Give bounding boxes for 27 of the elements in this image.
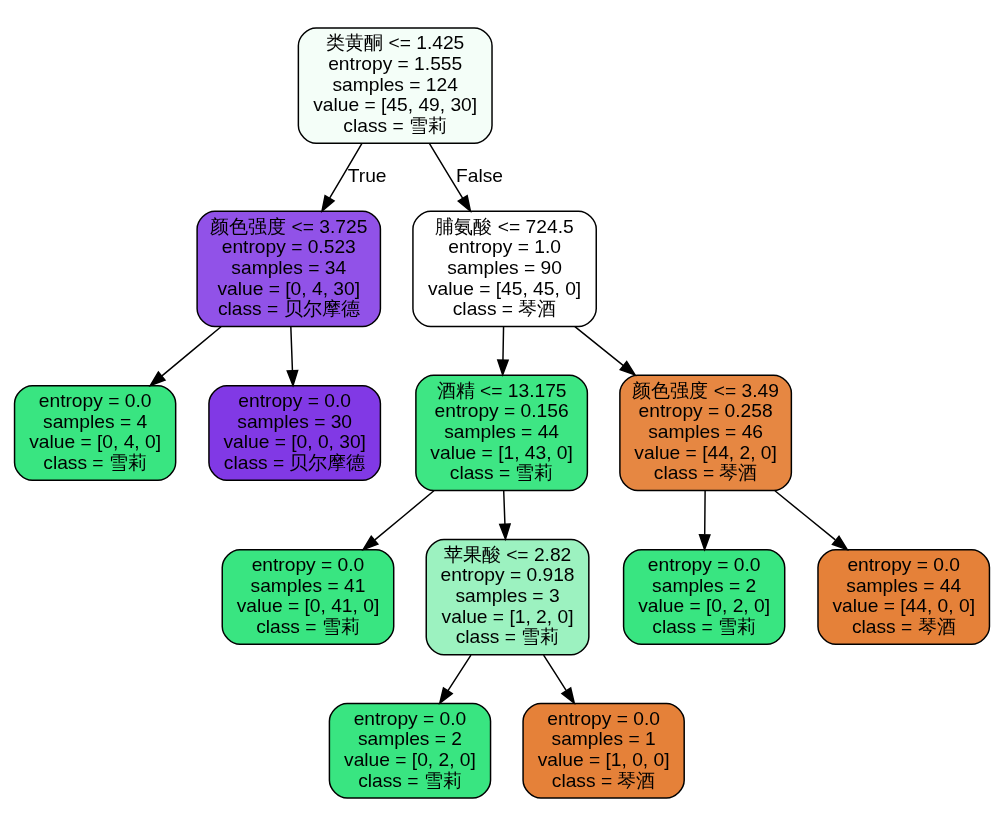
edge-label: False: [455, 164, 503, 186]
node-box: entropy = 0.0 samples = 4 value = [0, 4, 0] class = 雪莉: [13, 384, 177, 481]
node-box: entropy = 0.0 samples = 30 value = [0, 0, 30] class = 贝尔摩德: [208, 384, 382, 481]
edge-label: True: [347, 164, 387, 186]
arrow: [496, 325, 510, 377]
node-box: 类黄酮 <= 1.425 entropy = 1.555 samples = 124 value = [45, 49, 30] class = 雪莉: [297, 26, 493, 144]
node-box: 颜色强度 <= 3.49 entropy = 0.258 samples = 46 value = [44, 2, 0] class = 琴酒: [619, 374, 793, 491]
arrow: [428, 142, 472, 213]
arrow: [286, 325, 299, 388]
node-box: 脯氨酸 <= 724.5 entropy = 1.0 samples = 90 value = [45, 45, 0] class = 琴酒: [412, 210, 597, 327]
node-box: 颜色强度 <= 3.725 entropy = 0.523 samples = 34 value = [0, 4, 30] class = 贝尔摩德: [196, 210, 382, 327]
node-box: 酒精 <= 13.175 entropy = 0.156 samples = 44 value = [1, 43, 0] class = 雪莉: [415, 374, 589, 491]
node-box: entropy = 0.0 samples = 44 value = [44, 0, 0] class = 琴酒: [817, 548, 991, 645]
node-box: entropy = 0.0 samples = 1 value = [1, 0, 0] class = 琴酒: [522, 702, 685, 799]
node-box: entropy = 0.0 samples = 2 value = [0, 2, 0] class = 雪莉: [622, 548, 786, 645]
node-box: entropy = 0.0 samples = 41 value = [0, 41, 0] class = 雪莉: [221, 548, 395, 645]
arrow: [361, 489, 435, 551]
arrow: [148, 325, 222, 387]
arrow: [438, 653, 472, 705]
arrow: [774, 489, 849, 551]
arrow: [574, 325, 637, 376]
node-box: entropy = 0.0 samples = 2 value = [0, 2, 0] class = 雪莉: [328, 702, 492, 799]
node-box: 苹果酸 <= 2.82 entropy = 0.918 samples = 3 value = [1, 2, 0] class = 雪莉: [425, 538, 590, 655]
arrow: [542, 653, 576, 705]
arrow: [498, 489, 512, 541]
arrow: [320, 142, 363, 213]
arrow: [698, 489, 711, 552]
